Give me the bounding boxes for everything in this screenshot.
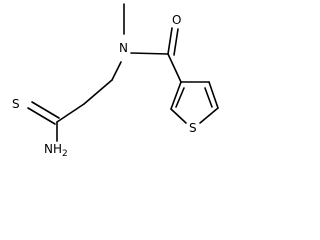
atom-label-amine-n: N [44, 142, 53, 156]
bond-c-o-double-a [167, 27, 173, 55]
bond-c4-c5-inner [204, 87, 213, 108]
bond-ch2a-ch2b [83, 79, 113, 105]
bond-ch2b-n [111, 61, 122, 81]
atom-label-amide-n: N [119, 41, 128, 55]
atom-label-amine-h-count: 2 [62, 149, 68, 158]
bond-ct-ch2a [56, 103, 85, 123]
molecule-structure: S N H 2 N O S [12, 3, 219, 158]
bond-c4-c5 [208, 81, 219, 109]
bond-carbonyl-c3 [167, 53, 182, 83]
atom-label-amine-h: H [53, 142, 62, 156]
bond-c5-s [199, 107, 219, 124]
bond-c2-c3 [170, 81, 182, 110]
bond-c2-c3-inner [175, 87, 185, 108]
bond-c-o-double-b [173, 28, 179, 56]
atom-label-thiophene-s: S [189, 121, 197, 135]
bond-s-c2 [170, 108, 187, 124]
atom-label-carbonyl-o: O [172, 13, 181, 27]
bond-c-s-double-a [27, 107, 56, 125]
bond-n-carbonyl [130, 52, 169, 55]
bond-c-s-double-b [31, 101, 60, 119]
atom-label-thioamide-s: S [12, 97, 20, 111]
